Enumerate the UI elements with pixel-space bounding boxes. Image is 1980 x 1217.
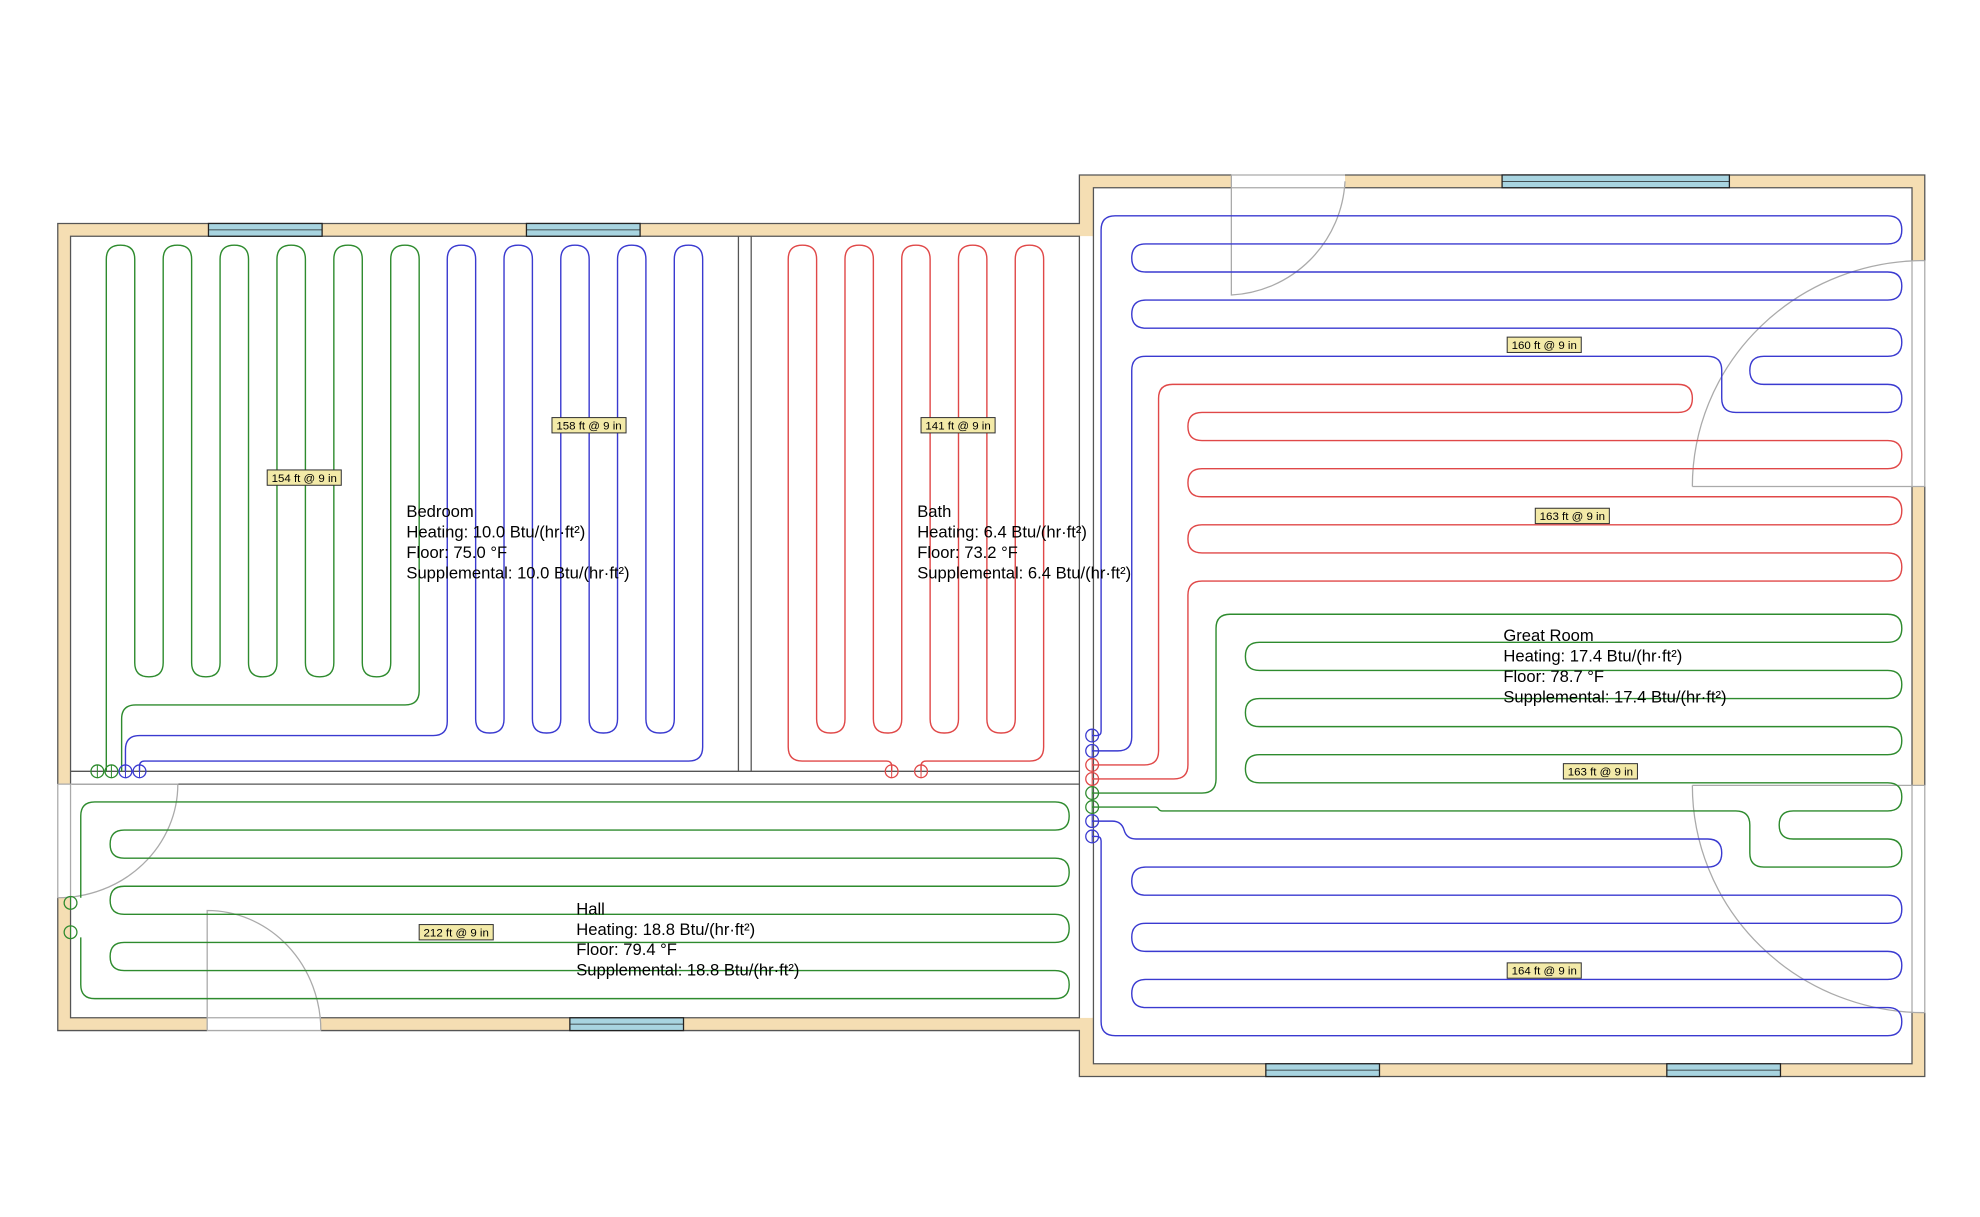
- room-name: Bath: [917, 502, 951, 521]
- room-floor-temp: Floor: 79.4 °F: [576, 940, 677, 959]
- loop-great-blue-bottom[interactable]: [1092, 820, 1903, 1037]
- door-gap: [56, 784, 72, 898]
- room-name: Great Room: [1503, 626, 1593, 645]
- manifold-port-icon: [1085, 786, 1100, 801]
- loop-label-text: 141 ft @ 9 in: [925, 420, 990, 432]
- loop-label-box: [418, 924, 494, 941]
- room-floor-temp: Floor: 75.0 °F: [406, 543, 507, 562]
- room-heating: Heating: 18.8 Btu/(hr·ft²): [576, 920, 755, 939]
- room-heating: Heating: 6.4 Btu/(hr·ft²): [917, 523, 1087, 542]
- loop-label-text: 163 ft @ 9 in: [1540, 511, 1605, 523]
- room-supplemental: Supplemental: 6.4 Btu/(hr·ft²): [917, 563, 1131, 582]
- loop-label-box: [1562, 763, 1638, 780]
- room-heating: Heating: 10.0 Btu/(hr·ft²): [406, 523, 585, 542]
- door-gap: [1910, 260, 1927, 487]
- manifold-port-icon: [90, 764, 105, 779]
- manifold-port-icon: [104, 764, 119, 779]
- walls: [57, 174, 1926, 1078]
- room-supplemental: Supplemental: 10.0 Btu/(hr·ft²): [406, 563, 629, 582]
- door-gap: [1231, 173, 1346, 189]
- manifold-ports: [63, 728, 1100, 940]
- loop-label: 163 ft @ 9 in: [1534, 507, 1610, 525]
- window: [1265, 1063, 1381, 1078]
- door-hall-left[interactable]: [57, 783, 179, 899]
- loop-hall-green[interactable]: [80, 801, 1070, 1000]
- loop-label-text: 164 ft @ 9 in: [1512, 966, 1577, 978]
- loop-label-text: 160 ft @ 9 in: [1512, 340, 1577, 352]
- loop-label-text: 163 ft @ 9 in: [1568, 767, 1633, 779]
- loop-label: 160 ft @ 9 in: [1506, 336, 1582, 353]
- loop-label: 158 ft @ 9 in: [551, 417, 627, 434]
- loop-label-text: 212 ft @ 9 in: [424, 927, 489, 939]
- interior-partitions: [70, 236, 1080, 785]
- room-labels: Bedroom Heating: 10.0 Btu/(hr·ft²) Floor…: [406, 502, 1726, 979]
- window: [1501, 174, 1731, 189]
- room-label-bath: Bath Heating: 6.4 Btu/(hr·ft²) Floor: 73…: [917, 502, 1131, 582]
- manifold-port-icon: [132, 764, 147, 779]
- loop-label-box: [1506, 336, 1582, 353]
- window: [1666, 1063, 1782, 1078]
- room-label-great-room: Great Room Heating: 17.4 Btu/(hr·ft²) Fl…: [1503, 626, 1726, 706]
- room-name: Bedroom: [406, 502, 473, 521]
- room-label-bedroom: Bedroom Heating: 10.0 Btu/(hr·ft²) Floor…: [406, 502, 629, 582]
- loop-label-box: [1534, 507, 1610, 525]
- room-name: Hall: [576, 899, 605, 918]
- manifold-port-icon: [63, 895, 78, 910]
- loop-label: 163 ft @ 9 in: [1562, 763, 1638, 780]
- manifold-port-icon: [1085, 771, 1100, 787]
- room-label-hall: Hall Heating: 18.8 Btu/(hr·ft²) Floor: 7…: [576, 899, 799, 979]
- radiant-loops: [80, 215, 1903, 1037]
- room-floor-temp: Floor: 73.2 °F: [917, 543, 1018, 562]
- manifold-port-icon: [63, 925, 78, 940]
- manifold-port-icon: [1085, 728, 1100, 743]
- loop-label: 141 ft @ 9 in: [920, 417, 996, 434]
- loop-label-box: [551, 417, 627, 434]
- door-great-room-right-upper[interactable]: [1691, 259, 1926, 488]
- windows: [207, 174, 1782, 1078]
- loop-label-box: [1506, 962, 1582, 979]
- loop-bedroom-blue[interactable]: [124, 244, 704, 772]
- floor-joint: [1079, 236, 1099, 1018]
- manifold-port-icon: [1085, 757, 1100, 772]
- window: [569, 1017, 685, 1032]
- manifold-port-icon: [118, 764, 133, 779]
- doors: [56, 173, 1927, 1032]
- door-gap: [207, 1016, 321, 1032]
- loop-great-blue-top[interactable]: [1092, 215, 1903, 752]
- loop-label-text: 154 ft @ 9 in: [272, 473, 337, 485]
- door-great-room-top[interactable]: [1230, 174, 1346, 296]
- floor-great-room: [1093, 187, 1913, 1064]
- loop-label-box: [920, 417, 996, 434]
- door-gap: [1910, 785, 1927, 1013]
- room-floor-temp: Floor: 78.7 °F: [1503, 667, 1604, 686]
- window: [525, 222, 641, 237]
- manifold-port-icon: [1085, 743, 1100, 758]
- room-supplemental: Supplemental: 17.4 Btu/(hr·ft²): [1503, 687, 1726, 706]
- manifold-port-icon: [1085, 814, 1100, 829]
- loop-labels: 154 ft @ 9 in 158 ft @ 9 in 141 ft @ 9 in 1…: [266, 336, 1638, 979]
- room-heating: Heating: 17.4 Btu/(hr·ft²): [1503, 646, 1682, 665]
- door-great-room-right-lower[interactable]: [1691, 784, 1926, 1014]
- loop-great-red[interactable]: [1092, 383, 1903, 780]
- manifold-port-icon: [914, 764, 929, 779]
- floor-left: [70, 236, 1093, 1018]
- loop-great-green[interactable]: [1092, 613, 1903, 868]
- window: [207, 222, 323, 237]
- loop-label-text: 158 ft @ 9 in: [556, 420, 621, 432]
- loop-label: 154 ft @ 9 in: [266, 469, 342, 486]
- room-supplemental: Supplemental: 18.8 Btu/(hr·ft²): [576, 961, 799, 980]
- manifold-port-icon: [884, 764, 899, 779]
- loop-label: 212 ft @ 9 in: [418, 924, 494, 941]
- loop-bedroom-green[interactable]: [105, 244, 420, 772]
- loop-bath-red[interactable]: [787, 244, 1045, 772]
- loop-label-box: [266, 469, 342, 486]
- loop-label: 164 ft @ 9 in: [1506, 962, 1582, 979]
- manifold-port-icon: [1085, 800, 1100, 815]
- manifold-port-icon: [1085, 829, 1100, 844]
